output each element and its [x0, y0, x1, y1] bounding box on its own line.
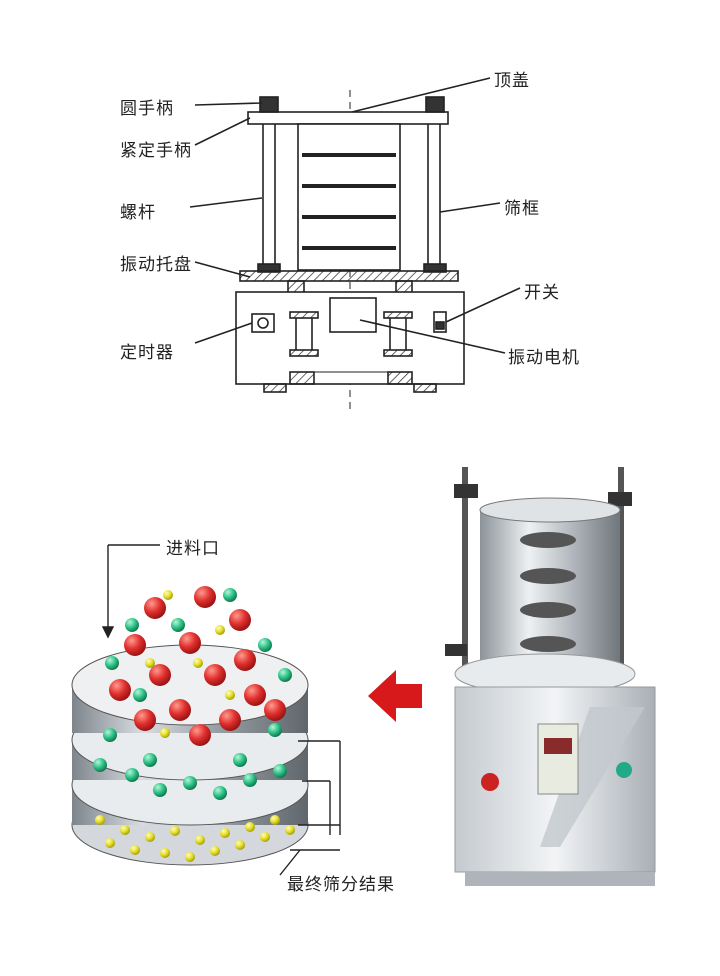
yellow-particle [260, 832, 270, 842]
sieve-shaker-photo [445, 467, 656, 886]
green-particle [268, 723, 282, 737]
yellow-particle [95, 815, 105, 825]
green-particle [93, 758, 107, 772]
yellow-particle [245, 822, 255, 832]
label-vibration-motor: 振动电机 [508, 348, 580, 368]
yellow-particle [235, 840, 245, 850]
green-particle [233, 753, 247, 767]
yellow-particle [210, 846, 220, 856]
label-round-handle: 圆手柄 [120, 99, 174, 119]
label-screw-rod: 螺杆 [120, 203, 156, 223]
red-arrow-icon [368, 670, 422, 722]
label-lock-handle: 紧定手柄 [120, 141, 192, 161]
yellow-particle [130, 845, 140, 855]
label-final-result: 最终筛分结果 [287, 875, 395, 895]
red-particle [179, 632, 201, 654]
yellow-particle [170, 826, 180, 836]
yellow-particle [160, 728, 170, 738]
label-feed-inlet: 进料口 [166, 539, 220, 559]
sieve-shaker-schematic [189, 77, 521, 410]
red-particle [169, 699, 191, 721]
yellow-particle [163, 590, 173, 600]
green-particle [125, 768, 139, 782]
green-particle [103, 728, 117, 742]
yellow-particle [220, 828, 230, 838]
red-particle [189, 724, 211, 746]
red-particle [219, 709, 241, 731]
red-particle [229, 609, 251, 631]
yellow-particle [195, 835, 205, 845]
yellow-particle [105, 838, 115, 848]
label-switch: 开关 [524, 283, 560, 303]
label-top-cover: 顶盖 [494, 71, 530, 91]
green-particle [171, 618, 185, 632]
red-particle [144, 597, 166, 619]
red-particle [134, 709, 156, 731]
yellow-particle [225, 690, 235, 700]
yellow-particle [270, 815, 280, 825]
yellow-particle [185, 852, 195, 862]
label-timer: 定时器 [120, 343, 174, 363]
red-particle [149, 664, 171, 686]
yellow-particle [215, 625, 225, 635]
green-particle [183, 776, 197, 790]
red-particle [204, 664, 226, 686]
label-sieve-frame: 筛框 [504, 199, 540, 219]
yellow-particle [145, 832, 155, 842]
red-particle [124, 634, 146, 656]
yellow-particle [193, 658, 203, 668]
green-particle [258, 638, 272, 652]
label-vibration-tray: 振动托盘 [120, 255, 192, 275]
green-particle [125, 618, 139, 632]
green-particle [243, 773, 257, 787]
green-particle [153, 783, 167, 797]
sieving-illustration [71, 544, 341, 876]
yellow-particle [285, 825, 295, 835]
red-particle [244, 684, 266, 706]
red-particle [234, 649, 256, 671]
green-particle [278, 668, 292, 682]
red-particle [194, 586, 216, 608]
green-particle [143, 753, 157, 767]
green-particle [133, 688, 147, 702]
red-particle [109, 679, 131, 701]
yellow-particle [120, 825, 130, 835]
sieve-tiers [71, 644, 309, 866]
green-particle [273, 764, 287, 778]
yellow-particle [145, 658, 155, 668]
green-particle [105, 656, 119, 670]
green-particle [223, 588, 237, 602]
red-particle [264, 699, 286, 721]
green-particle [213, 786, 227, 800]
yellow-particle [160, 848, 170, 858]
